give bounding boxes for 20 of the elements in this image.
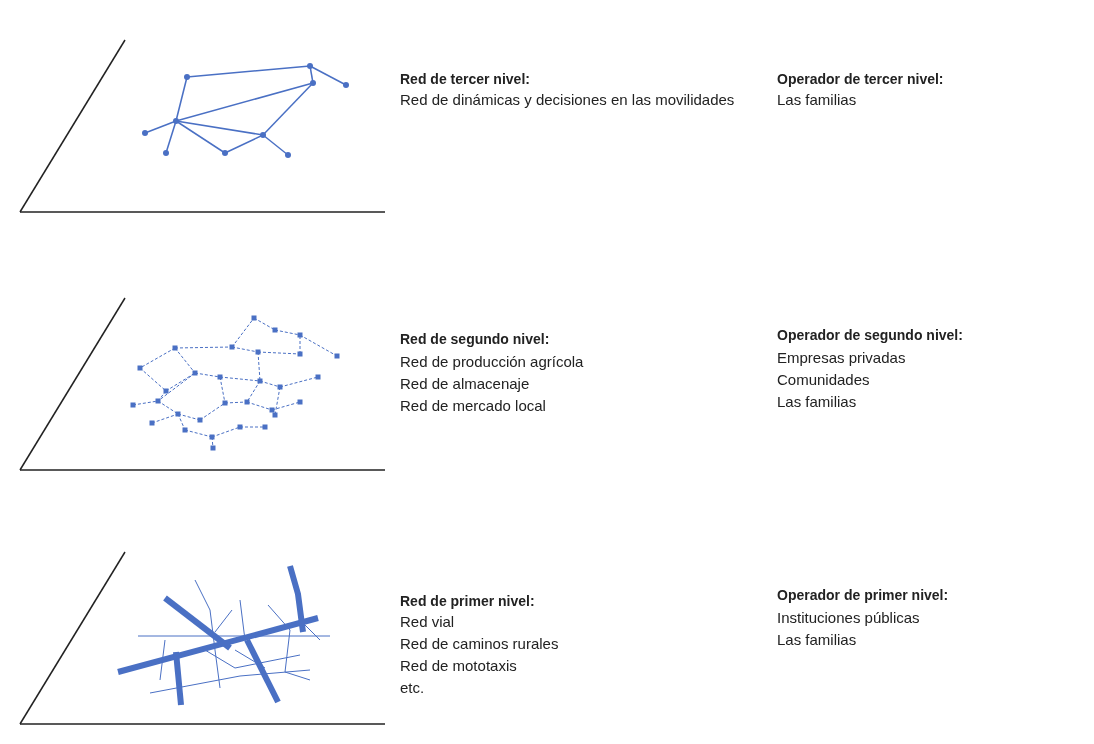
- label: Las familias: [777, 392, 857, 411]
- heading: Operador de tercer nivel:: [777, 70, 944, 89]
- heading: Red de segundo nivel:: [400, 330, 550, 349]
- label: Red de producción agrícola: [400, 352, 584, 371]
- heading: Red de tercer nivel:: [400, 70, 530, 89]
- heading: Operador de segundo nivel:: [777, 326, 963, 345]
- label: Red de mototaxis: [400, 656, 517, 675]
- label: Red de dinámicas y decisiones en las movilidades: [400, 90, 736, 109]
- heading: Red de primer nivel:: [400, 592, 535, 611]
- label: Red de mercado local: [400, 396, 546, 415]
- heading: Operador de primer nivel:: [777, 586, 949, 605]
- label: Las familias: [777, 90, 857, 109]
- label: etc.: [400, 678, 425, 697]
- label: Empresas privadas: [777, 348, 906, 367]
- label: Instituciones públicas: [777, 608, 920, 627]
- label: Las familias: [777, 630, 857, 649]
- label: Comunidades: [777, 370, 870, 389]
- label: Red de caminos rurales: [400, 634, 559, 653]
- label: Red vial: [400, 612, 455, 631]
- label: Red de almacenaje: [400, 374, 530, 393]
